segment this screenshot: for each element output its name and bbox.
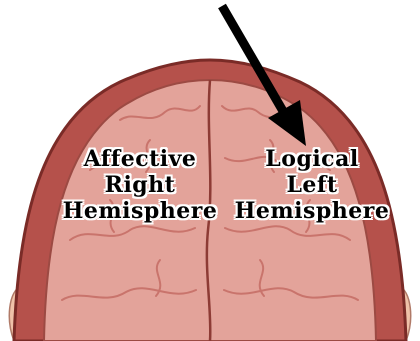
right-hemisphere-line-3: Hemisphere [50,198,230,224]
right-hemisphere-line-2: Right [50,172,230,198]
right-hemisphere-line-1: Affective [50,146,230,172]
right-hemisphere-label: Affective Right Hemisphere [50,146,230,224]
left-hemisphere-line-3: Hemisphere [222,198,402,224]
left-hemisphere-line-2: Left [222,172,402,198]
left-hemisphere-label: Logical Left Hemisphere [222,146,402,224]
left-hemisphere-line-1: Logical [222,146,402,172]
